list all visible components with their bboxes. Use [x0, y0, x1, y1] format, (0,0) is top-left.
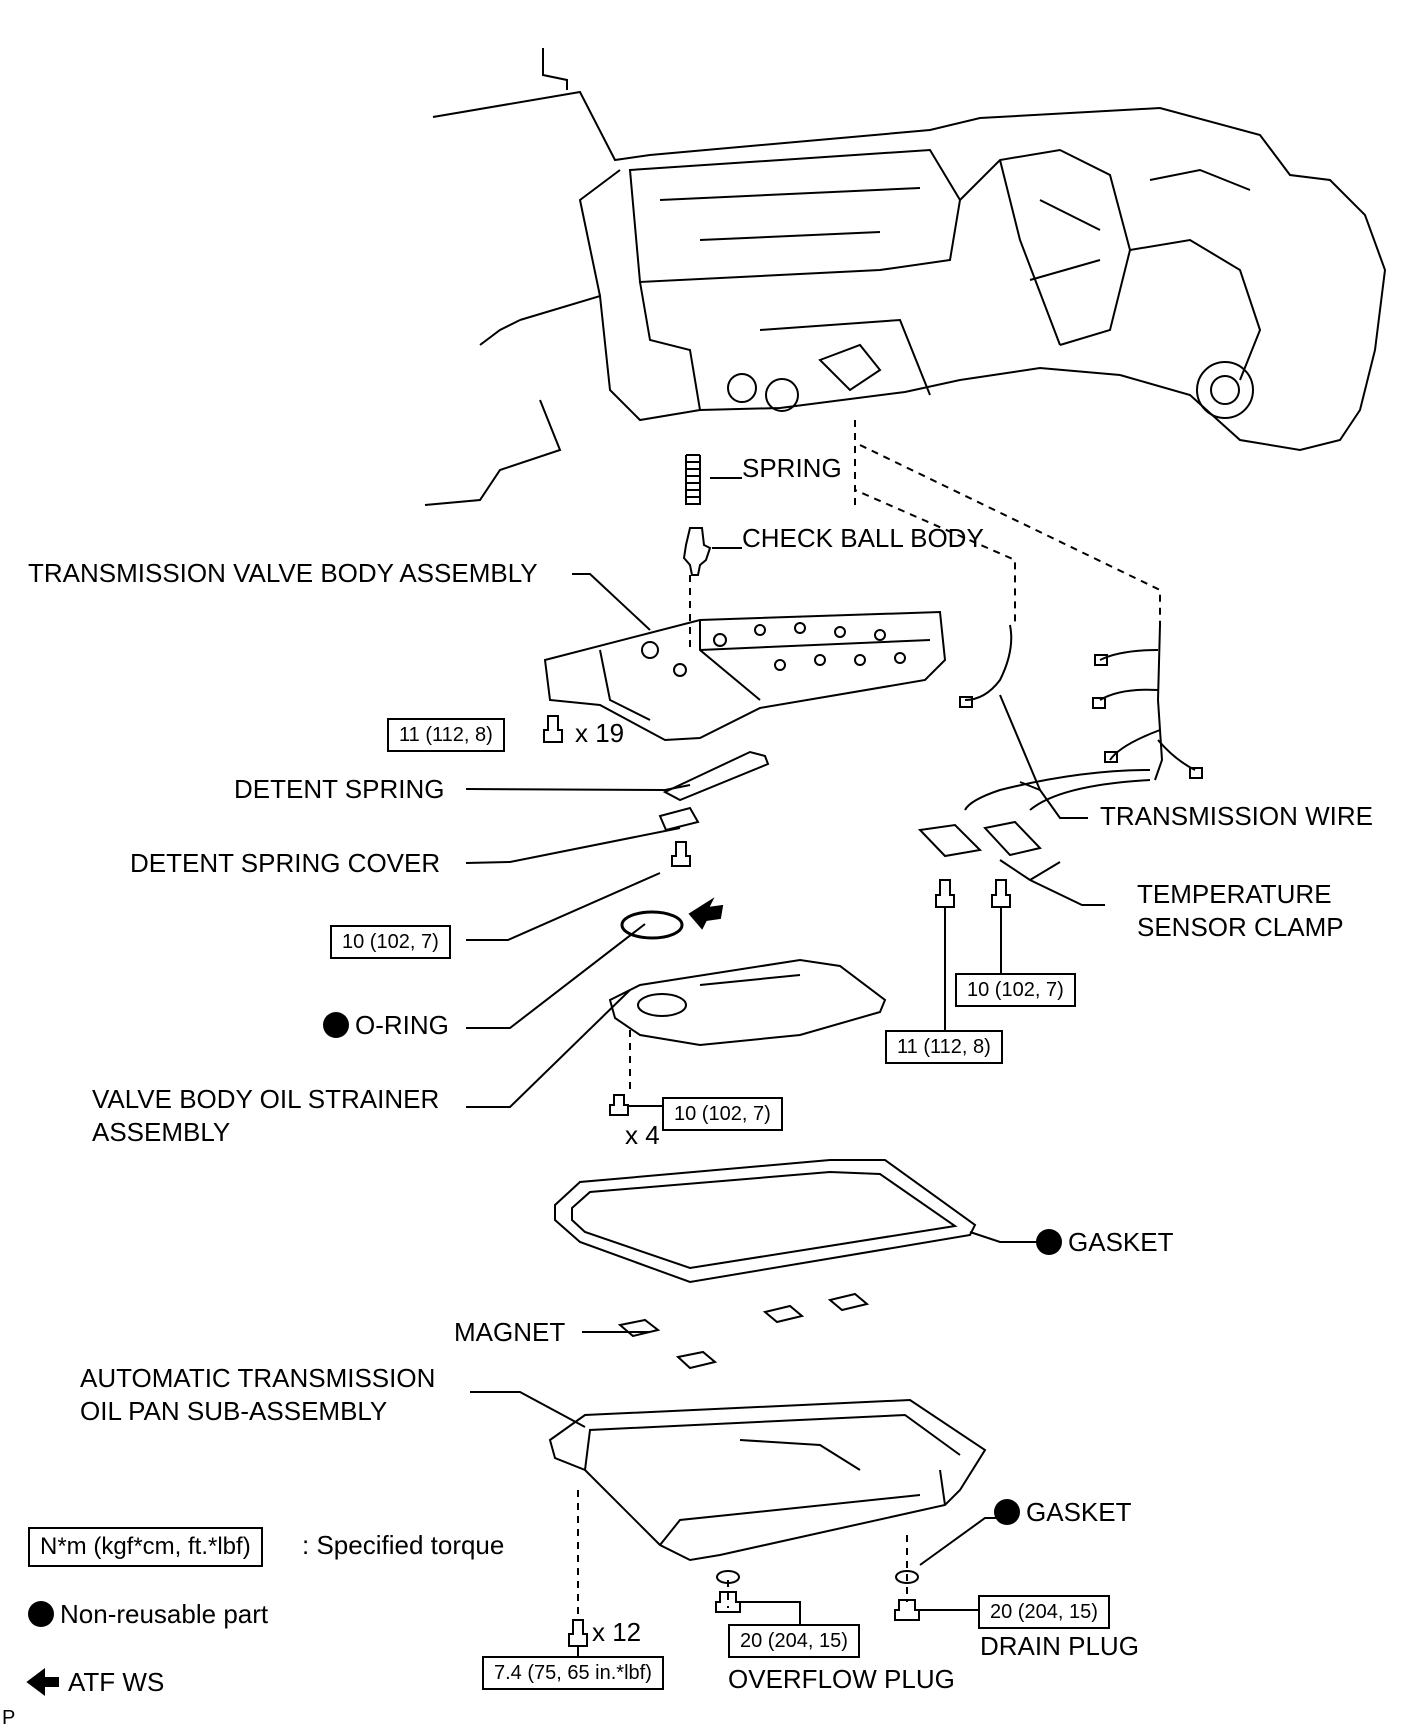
legend-non-reusable: Non-reusable part	[28, 1599, 268, 1629]
clamp-torque-b: 11 (112, 8)	[885, 1030, 1003, 1064]
clamp-torque-leaders	[944, 907, 1002, 1038]
legend-torque-box: N*m (kgf*cm, ft.*lbf)	[28, 1527, 263, 1567]
clamp-bolt-a-illustration	[935, 879, 955, 908]
overflow-gasket-illustration	[716, 1570, 740, 1584]
atf-arrow-mark	[688, 897, 724, 930]
check-ball-body-illustration	[682, 527, 712, 576]
o-ring-label: O-RING	[323, 1010, 449, 1040]
o-ring-illustration	[620, 910, 684, 940]
transmission-case-illustration	[424, 48, 1387, 506]
pan-gasket-label: GASKET	[1036, 1227, 1173, 1257]
oil-pan-label-line1: AUTOMATIC TRANSMISSION	[80, 1363, 436, 1393]
strainer-label-line1: VALVE BODY OIL STRAINER	[92, 1084, 440, 1114]
drain-plug-label: DRAIN PLUG	[980, 1631, 1139, 1661]
valve-body-bolt-illustration	[543, 715, 563, 743]
magnet-illustration	[617, 1292, 870, 1370]
pan-torque: 7.4 (75, 65 in.*lbf)	[482, 1656, 664, 1690]
valve-body-label: TRANSMISSION VALVE BODY ASSEMBLY	[28, 558, 538, 588]
strainer-torque: 10 (102, 7)	[662, 1097, 783, 1131]
detent-spring-cover-label: DETENT SPRING COVER	[130, 848, 441, 878]
detent-cover-bolt-illustration	[671, 841, 691, 867]
legend-atf-text: ATF WS	[68, 1667, 165, 1697]
strainer-label-line2: ASSEMBLY	[92, 1117, 231, 1147]
drain-plug-torque: 20 (204, 15)	[978, 1595, 1110, 1629]
legend-non-reusable-text: Non-reusable part	[60, 1599, 269, 1629]
detent-spring-label: DETENT SPRING	[234, 774, 445, 804]
transmission-wire-label: TRANSMISSION WIRE	[1100, 801, 1374, 831]
transmission-wire-illustration	[959, 624, 1203, 811]
detent-spring-illustration	[662, 750, 770, 802]
valve-body-illustration	[543, 610, 947, 742]
temperature-sensor-clamp-illustration	[917, 820, 1042, 858]
non-reusable-icon	[323, 1012, 349, 1038]
temperature-sensor-clamp-line1: TEMPERATURE	[1137, 879, 1332, 909]
clamp-bolt-b-illustration	[991, 879, 1011, 908]
plug-gasket-label: GASKET	[994, 1497, 1131, 1527]
plug-torque-leaders	[740, 1601, 978, 1630]
strainer-bolt-illustration	[609, 1094, 629, 1116]
overflow-plug-illustration	[715, 1591, 741, 1613]
valve-body-bolt-count: x 19	[575, 718, 625, 748]
detent-spring-cover-illustration	[658, 806, 700, 832]
detent-cover-torque: 10 (102, 7)	[330, 925, 451, 959]
non-reusable-icon	[1036, 1229, 1062, 1255]
drain-gasket-illustration	[895, 1570, 919, 1584]
temperature-sensor-clamp-label: TEMPERATURE SENSOR CLAMP	[1137, 878, 1344, 944]
plug-gasket-label-text: GASKET	[1026, 1497, 1132, 1527]
oil-pan-label: AUTOMATIC TRANSMISSION OIL PAN SUB-ASSEM…	[80, 1362, 435, 1428]
magnet-label: MAGNET	[454, 1317, 566, 1347]
oil-pan-illustration	[548, 1398, 987, 1562]
drain-plug-illustration	[894, 1599, 920, 1621]
legend-atf-arrow	[26, 1668, 59, 1696]
strainer-label: VALVE BODY OIL STRAINER ASSEMBLY	[92, 1083, 439, 1149]
dashed-guide-lines	[577, 420, 1161, 1620]
check-ball-body-label: CHECK BALL BODY	[742, 523, 984, 553]
page-mark: P	[2, 1707, 16, 1729]
valve-body-torque: 11 (112, 8)	[387, 718, 505, 752]
clamp-torque-a: 10 (102, 7)	[955, 973, 1076, 1007]
o-ring-label-text: O-RING	[355, 1010, 449, 1040]
temperature-sensor-clamp-line2: SENSOR CLAMP	[1137, 912, 1344, 942]
leader-lines	[465, 477, 1105, 1566]
pan-gasket-illustration	[554, 1159, 977, 1284]
pan-bolt-illustration	[568, 1619, 588, 1647]
spring-illustration	[685, 454, 701, 505]
spring-label: SPRING	[742, 453, 842, 483]
non-reusable-icon	[994, 1499, 1020, 1525]
oil-pan-label-line2: OIL PAN SUB-ASSEMBLY	[80, 1396, 388, 1426]
pan-gasket-label-text: GASKET	[1068, 1227, 1174, 1257]
overflow-plug-torque: 20 (204, 15)	[728, 1624, 860, 1658]
overflow-plug-label: OVERFLOW PLUG	[728, 1664, 955, 1694]
legend-torque-text: : Specified torque	[302, 1530, 505, 1560]
strainer-bolt-count: x 4	[625, 1120, 660, 1150]
strainer-illustration	[608, 958, 887, 1047]
pan-bolt-count: x 12	[592, 1617, 642, 1647]
non-reusable-icon	[28, 1601, 54, 1627]
